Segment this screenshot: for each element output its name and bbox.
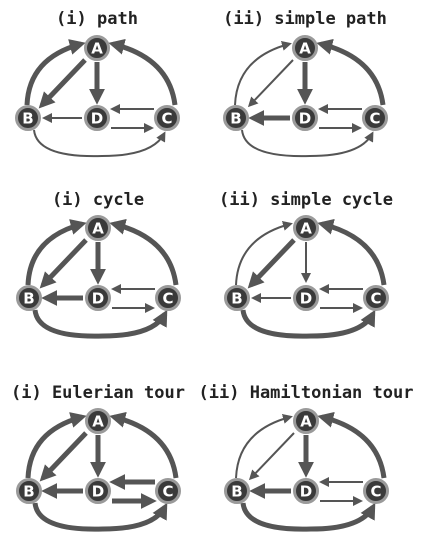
- node-label: C: [370, 483, 381, 501]
- edge-b-to-a: [24, 39, 86, 106]
- edge-group: [235, 218, 387, 339]
- edge-group: [25, 411, 179, 532]
- edge-b-to-c: [240, 309, 376, 339]
- edge-c-to-a: [317, 218, 387, 286]
- node-label: D: [92, 483, 104, 501]
- node-c: C: [154, 105, 180, 131]
- node-a: A: [85, 215, 111, 241]
- node-a: A: [292, 35, 318, 61]
- edge-c-to-a: [108, 38, 178, 106]
- node-d: D: [85, 285, 111, 311]
- node-group: A B D C: [224, 408, 389, 504]
- node-c: C: [362, 105, 388, 131]
- node-c: C: [155, 478, 181, 504]
- node-label: A: [92, 220, 104, 238]
- node-group: A B D C: [16, 215, 181, 311]
- node-label: B: [230, 110, 241, 128]
- node-label: A: [300, 413, 312, 431]
- node-group: A B D C: [224, 215, 389, 311]
- edge-group: [235, 411, 387, 532]
- node-label: A: [91, 40, 103, 58]
- node-a: A: [293, 215, 319, 241]
- node-label: B: [22, 110, 33, 128]
- node-label: C: [162, 290, 173, 308]
- edge-a-to-b: [38, 58, 87, 109]
- edge-b-to-a: [234, 40, 292, 106]
- edge-c-to-a: [317, 411, 387, 479]
- node-label: A: [299, 40, 311, 58]
- node-d: D: [293, 478, 319, 504]
- node-c: C: [363, 478, 389, 504]
- node-group: A B D C: [16, 408, 181, 504]
- edge-c-to-a: [316, 38, 386, 106]
- node-group: A B D C: [15, 35, 180, 131]
- node-label: B: [231, 290, 242, 308]
- node-label: B: [23, 483, 34, 501]
- node-b: B: [16, 478, 42, 504]
- node-label: C: [370, 290, 381, 308]
- node-label: A: [300, 220, 312, 238]
- edge-b-to-a: [25, 219, 87, 286]
- node-label: D: [300, 290, 312, 308]
- panel-eulerian-tour: (i) Eulerian tour A B D C: [11, 383, 185, 532]
- node-label: D: [92, 290, 104, 308]
- node-label: C: [161, 110, 172, 128]
- edge-b-to-c: [33, 129, 166, 158]
- node-c: C: [155, 285, 181, 311]
- node-group: A B D C: [223, 35, 388, 131]
- edge-c-to-a: [109, 411, 179, 479]
- edge-c-to-a: [109, 218, 179, 286]
- node-b: B: [223, 105, 249, 131]
- node-a: A: [85, 408, 111, 434]
- node-label: B: [23, 290, 34, 308]
- panel-cycle: (i) cycle A B D C: [16, 190, 181, 339]
- node-label: C: [162, 483, 173, 501]
- edge-group: [25, 218, 179, 339]
- edge-a-to-b: [39, 238, 88, 289]
- edge-b-to-c: [32, 502, 168, 532]
- edge-b-to-c: [32, 309, 168, 339]
- edge-b-to-a: [235, 220, 293, 286]
- node-d: D: [293, 285, 319, 311]
- edge-b-to-c: [240, 502, 376, 532]
- node-b: B: [16, 285, 42, 311]
- node-label: B: [231, 483, 242, 501]
- panel-title: (i) path: [56, 9, 138, 29]
- panel-title: (i) Eulerian tour: [11, 383, 185, 403]
- panel-hamiltonian-tour: (ii) Hamiltonian tour A B D C: [199, 383, 414, 532]
- node-c: C: [363, 285, 389, 311]
- node-b: B: [224, 478, 250, 504]
- node-b: B: [15, 105, 41, 131]
- node-label: A: [92, 413, 104, 431]
- edge-group: [24, 38, 178, 158]
- node-d: D: [292, 105, 318, 131]
- edge-a-to-b: [247, 59, 294, 108]
- panel-title: (ii) simple path: [223, 9, 387, 29]
- node-b: B: [224, 285, 250, 311]
- edge-group: [234, 38, 386, 158]
- node-a: A: [293, 408, 319, 434]
- edge-b-to-c: [241, 129, 374, 158]
- node-label: C: [369, 110, 380, 128]
- node-label: D: [91, 110, 103, 128]
- edge-b-to-a: [25, 412, 87, 479]
- panel-title: (i) cycle: [52, 190, 144, 210]
- node-label: D: [300, 483, 312, 501]
- panel-simple-cycle: (ii) simple cycle A B D C: [219, 190, 393, 339]
- node-a: A: [84, 35, 110, 61]
- edge-b-to-a: [235, 413, 293, 479]
- edge-a-to-b: [39, 431, 88, 482]
- node-d: D: [84, 105, 110, 131]
- panel-path: (i) path A B D C: [15, 9, 180, 158]
- panel-title: (ii) simple cycle: [219, 190, 393, 210]
- edge-a-to-b: [247, 238, 296, 289]
- edge-a-to-b: [248, 432, 295, 481]
- node-d: D: [85, 478, 111, 504]
- node-label: D: [299, 110, 311, 128]
- panel-simple-path: (ii) simple path A B D C: [223, 9, 388, 158]
- panel-title: (ii) Hamiltonian tour: [199, 383, 414, 403]
